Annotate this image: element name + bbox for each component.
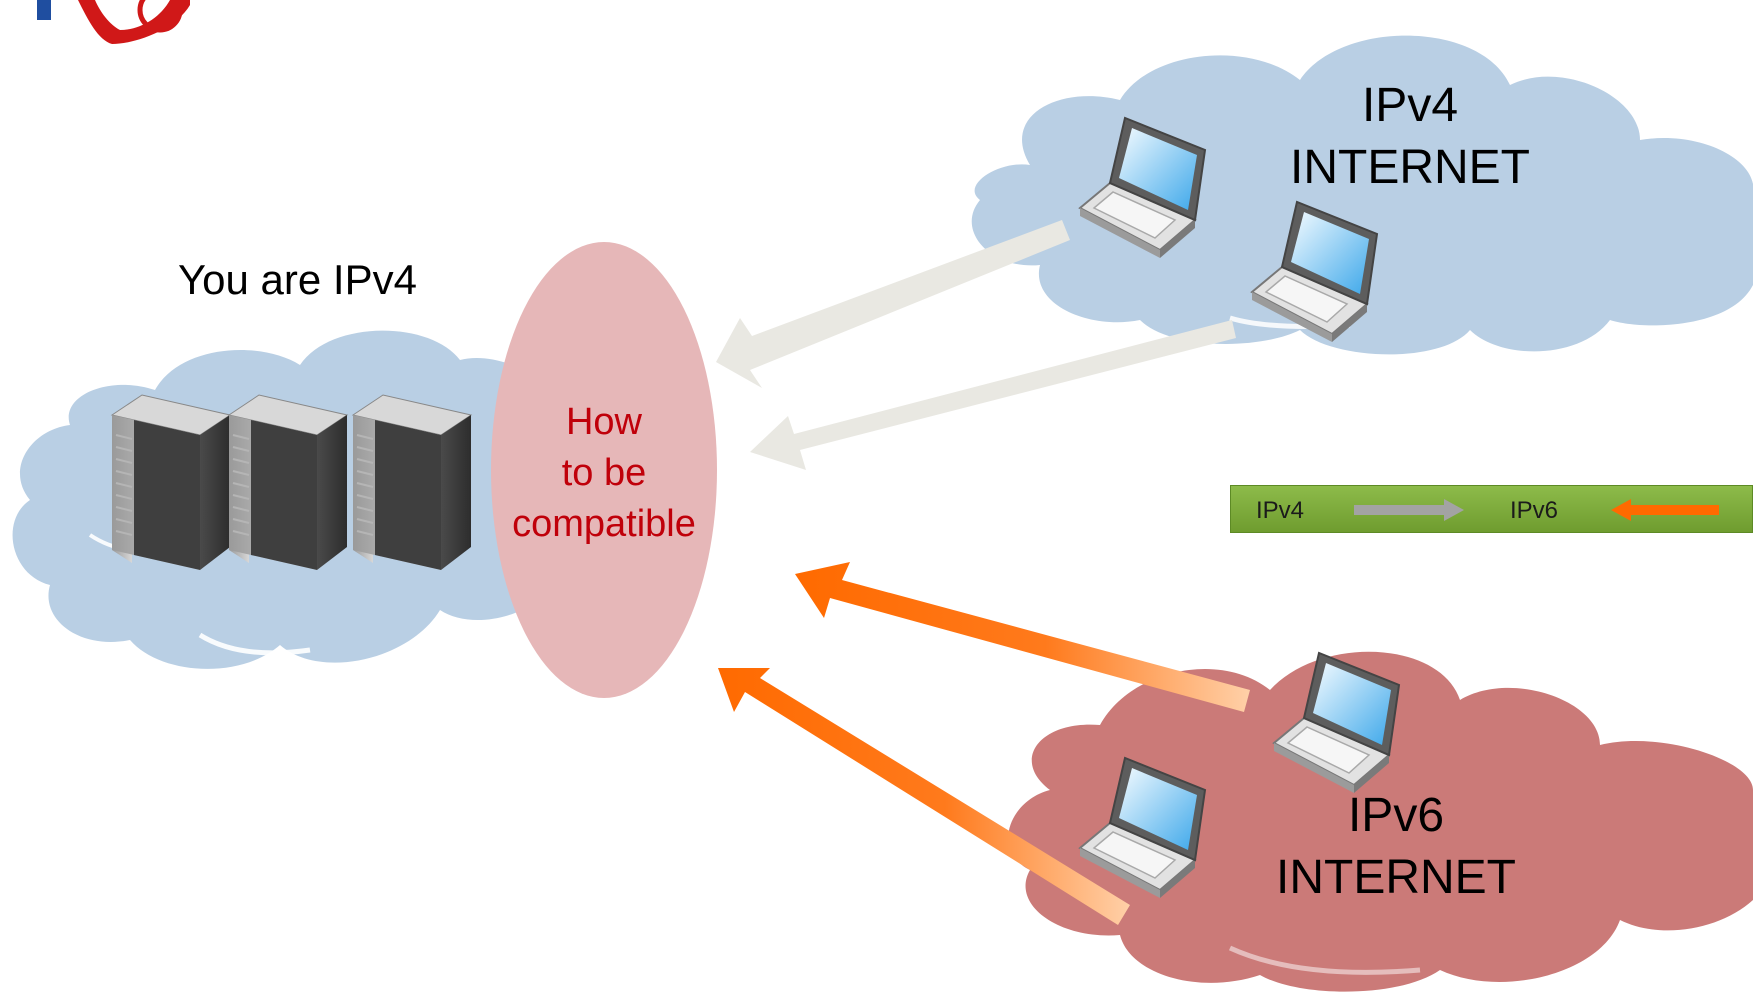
local-network-label: You are IPv4 (178, 256, 417, 303)
ipv6-title: IPv6 (1347, 789, 1445, 842)
logo-icon (37, 0, 190, 44)
ipv6-arrow-lower (718, 668, 1130, 925)
compatibility-question: How to be compatible (491, 397, 717, 550)
ipv4-internet-label: IPv4 INTERNET (1260, 75, 1560, 199)
question-line: to be (561, 452, 647, 494)
legend: IPv4 IPv6 (1230, 485, 1753, 533)
ipv4-arrow-upper (716, 220, 1070, 388)
ipv6-arrow-upper (795, 562, 1250, 712)
legend-ipv6-arrow-icon (1611, 499, 1719, 521)
ipv6-cloud (1008, 651, 1753, 992)
legend-ipv4-arrow-icon (1354, 499, 1464, 521)
question-line: How (565, 401, 643, 443)
ipv4-title: IPv4 (1361, 79, 1459, 132)
ipv4-arrow-lower (750, 320, 1236, 470)
compatibility-ellipse (491, 242, 717, 698)
ipv4-subtitle: INTERNET (1290, 141, 1530, 194)
question-line: compatible (512, 503, 696, 545)
ipv6-subtitle: INTERNET (1276, 851, 1516, 904)
server-icon (228, 394, 348, 571)
legend-ipv6-label: IPv6 (1510, 497, 1559, 524)
server-icon (352, 394, 472, 571)
server-icon (111, 394, 231, 571)
legend-ipv4-label: IPv4 (1256, 497, 1305, 524)
ipv6-internet-label: IPv6 INTERNET (1246, 785, 1546, 909)
